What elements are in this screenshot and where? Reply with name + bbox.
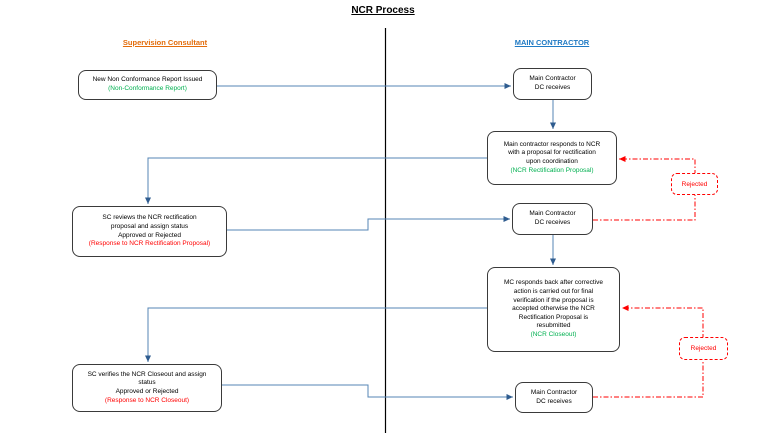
connector-rejected-loop-1	[593, 156, 696, 221]
flow-box-mc-responds-closeout: MC responds back after corrective action…	[487, 267, 620, 352]
rejected-label-text: Rejected	[681, 180, 708, 188]
flow-box-note: (Non-Conformance Report)	[108, 85, 187, 92]
flow-box-mc-dc-receives-3: Main Contractor DC receives	[515, 382, 593, 413]
flow-box-text: Main contractor responds to NCR with a p…	[503, 140, 601, 165]
flow-box-note: (Response to NCR Closeout)	[104, 396, 190, 404]
flow-box-note: (Response to NCR Rectification Proposal)	[88, 240, 211, 248]
flow-box-text: Main Contractor DC receives	[529, 210, 576, 226]
flow-box-mc-dc-receives-1: Main Contractor DC receives	[513, 68, 592, 100]
lane-header-supervision-consultant: Supervision Consultant	[122, 38, 208, 47]
flow-box-mc-dc-receives-2: Main Contractor DC receives	[512, 203, 593, 235]
connector-closeout-to-sc-verify	[145, 307, 487, 362]
flow-box-sc-reviews-rectification: SC reviews the NCR rectification proposa…	[72, 206, 227, 257]
flow-box-text: SC verifies the NCR Closeout and assign …	[87, 370, 207, 395]
flow-box-note: (NCR Rectification Proposal)	[510, 166, 594, 174]
flow-box-text: Main Contractor DC receives	[529, 75, 576, 91]
flow-box-text: SC reviews the NCR rectification proposa…	[102, 214, 197, 239]
page-title: NCR Process	[351, 5, 415, 16]
flow-box-text: Main Contractor DC receives	[530, 388, 578, 405]
rejected-label-2: Rejected	[679, 337, 728, 360]
flow-box-text: MC responds back after corrective action…	[504, 279, 603, 330]
flow-box-new-ncr-issued: New Non Conformance Report Issued (Non-C…	[78, 70, 217, 100]
connector-sc-review-to-dc2	[227, 216, 510, 231]
flow-box-sc-verifies-closeout: SC verifies the NCR Closeout and assign …	[72, 364, 222, 412]
flow-box-text: New Non Conformance Report Issued	[92, 76, 203, 84]
lane-header-main-contractor: MAIN CONTRACTOR	[514, 38, 590, 47]
flow-box-mc-responds-proposal: Main contractor responds to NCR with a p…	[487, 131, 617, 185]
rejected-label-text: Rejected	[690, 345, 717, 352]
connector-proposal-to-sc-review	[145, 157, 487, 204]
rejected-label-1: Rejected	[671, 173, 718, 195]
connector-sc-verify-to-dc3	[222, 384, 513, 400]
flow-box-note: (NCR Closeout)	[530, 330, 577, 338]
